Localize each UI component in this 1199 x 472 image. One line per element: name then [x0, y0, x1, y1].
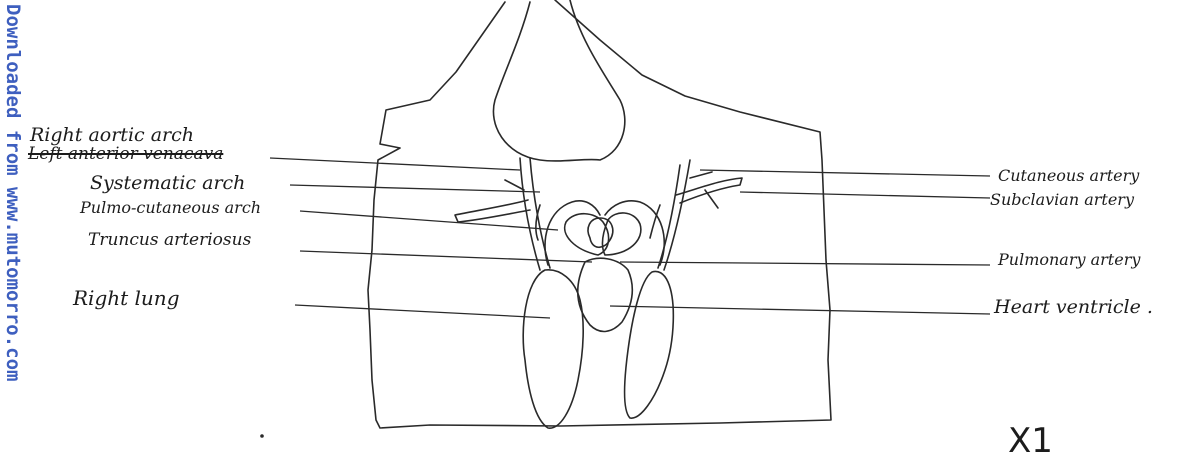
head-outline: [493, 0, 624, 161]
leader-pulmo-cutaneous: [300, 211, 558, 230]
label-aortic-arch: Right aortic arch: [30, 126, 194, 145]
label-heart-ventricle: Heart ventricle .: [994, 298, 1153, 317]
arch-right-inner: [605, 201, 664, 265]
label-right-lung: Right lung: [73, 288, 180, 308]
magnification-label: X1: [1008, 424, 1053, 458]
leader-right-lung: [295, 305, 550, 318]
label-pulmo-cutaneous-arch: Pulmo-cutaneous arch: [80, 200, 261, 216]
leader-pulmonary: [620, 262, 990, 265]
branch-left-cutaneous: [505, 180, 540, 240]
label-truncus-arteriosus: Truncus arteriosus: [88, 232, 251, 249]
label-systemic-arch: Systematic arch: [90, 174, 245, 193]
right-atrium: [565, 214, 609, 255]
arch-left-inner: [545, 201, 600, 265]
leader-aortic-arch: [270, 158, 520, 170]
branch-left-subclavian: [455, 200, 530, 222]
label-cutaneous-artery: Cutaneous artery: [998, 168, 1139, 184]
heart-ventricle-shape: [578, 258, 633, 331]
right-lung-shape: [523, 270, 583, 428]
leader-truncus: [300, 251, 592, 262]
leader-ventricle: [610, 306, 990, 314]
leader-subclavian: [740, 192, 990, 198]
label-vena-cava-struck: Left anterior venacava: [28, 146, 223, 163]
label-subclavian-artery: Subclavian artery: [990, 192, 1134, 208]
truncus-spiral: [588, 218, 613, 247]
leader-systemic-arch: [290, 185, 540, 192]
leader-cutaneous: [700, 170, 990, 176]
stray-dot: [260, 434, 264, 438]
label-pulmonary-artery: Pulmonary artery: [998, 252, 1140, 268]
branch-right-cutaneous: [650, 172, 718, 238]
